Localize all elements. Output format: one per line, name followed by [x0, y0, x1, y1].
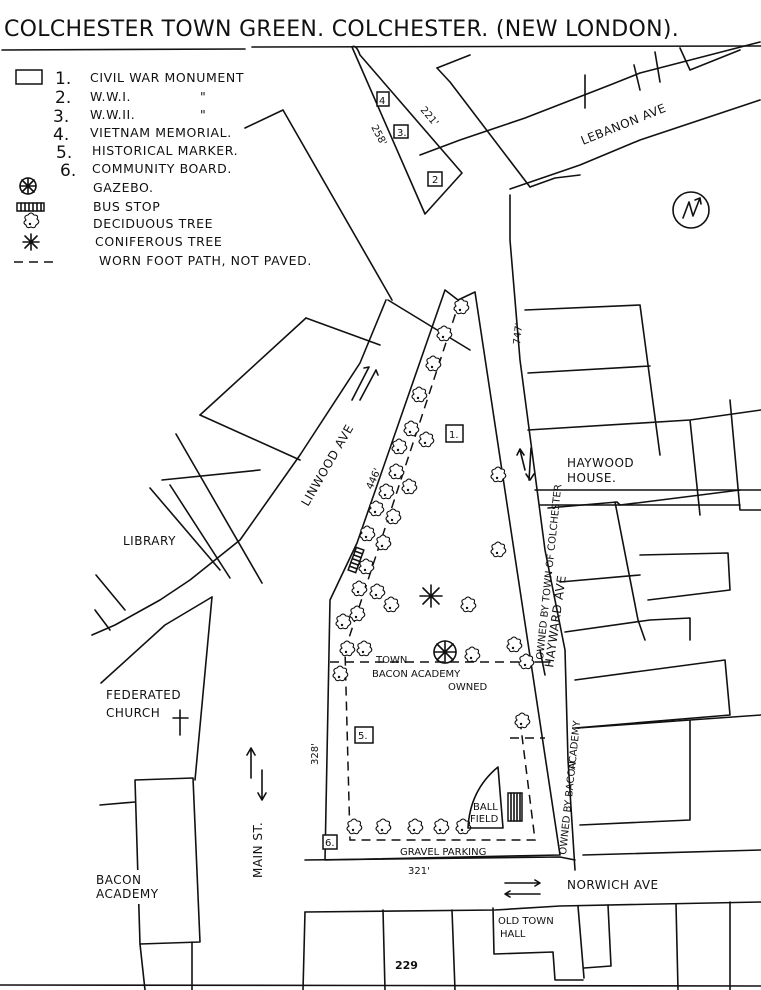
gazebo-icon: [19, 177, 37, 195]
svg-text:1.: 1.: [55, 69, 71, 89]
svg-text:HOUSE.: HOUSE.: [567, 471, 616, 485]
svg-text:4.: 4.: [53, 125, 69, 145]
main-st-label: MAIN ST.: [251, 822, 265, 878]
svg-text:GAZEBO.: GAZEBO.: [93, 180, 154, 195]
svg-text:W.W.II.: W.W.II.: [90, 107, 135, 122]
svg-text:258': 258': [368, 123, 388, 147]
marker-civil-war: [445, 424, 464, 443]
small-green-triangle: [351, 45, 463, 215]
bacon-academy-label: BACON: [96, 873, 142, 887]
svg-text:2: 2: [432, 175, 438, 186]
legend: 1. CIVIL WAR MONUMENT 2. W.W.I. " 3. W.W…: [14, 69, 312, 268]
svg-text:4: 4: [379, 96, 385, 107]
two-way-arrow-icon: [351, 366, 379, 401]
map-title: COLCHESTER TOWN GREEN. COLCHESTER. (NEW …: [4, 17, 679, 42]
old-town-hall-label: OLD TOWN: [498, 916, 554, 927]
gazebo-icon: [433, 640, 457, 664]
svg-text:HISTORICAL MARKER.: HISTORICAL MARKER.: [92, 143, 238, 158]
svg-text:": ": [200, 107, 206, 122]
svg-text:3.: 3.: [397, 128, 407, 139]
lebanon-ave-label: LEBANON AVE: [579, 101, 668, 148]
main-st-arrows-icon: [246, 747, 267, 801]
svg-text:CHURCH: CHURCH: [106, 706, 160, 720]
haywood-house-label: HAYWOOD: [567, 456, 634, 470]
svg-text:CONIFEROUS TREE: CONIFEROUS TREE: [95, 234, 222, 249]
svg-text:5.: 5.: [358, 731, 368, 742]
svg-text:OWNED: OWNED: [448, 682, 488, 693]
svg-text:HALL: HALL: [500, 929, 526, 940]
ball-field: [467, 766, 504, 829]
bus-stop-icon: [347, 546, 365, 574]
marker-community-board: [322, 834, 338, 850]
svg-text:FIELD: FIELD: [470, 814, 499, 825]
svg-text:WORN FOOT PATH, NOT PAVED.: WORN FOOT PATH, NOT PAVED.: [99, 253, 312, 268]
svg-text:TOWN: TOWN: [375, 655, 407, 666]
north-arrow-icon: [672, 191, 710, 229]
svg-text:2.: 2.: [55, 88, 71, 108]
svg-text:CIVIL WAR MONUMENT: CIVIL WAR MONUMENT: [90, 70, 244, 85]
bacon-academy-building: [134, 777, 201, 945]
boundary-marker: [534, 649, 551, 676]
svg-text:747': 747': [512, 322, 525, 345]
svg-text:OWNED BY BACON: OWNED BY BACON: [558, 761, 579, 856]
monument-box-icon: [15, 69, 43, 85]
svg-text:321': 321': [408, 866, 430, 877]
church-label: FEDERATED: [106, 688, 181, 702]
library-label: LIBRARY: [123, 534, 176, 548]
deciduous-tree-icon: [23, 212, 40, 229]
town-green-main: [324, 289, 561, 861]
coniferous-tree-icon: [419, 584, 443, 608]
svg-text:6.: 6.: [325, 838, 335, 849]
svg-text:328': 328': [310, 743, 321, 765]
svg-text:BUS STOP: BUS STOP: [93, 199, 160, 214]
bus-stop-icon: [507, 792, 523, 822]
svg-text:COMMUNITY BOARD.: COMMUNITY BOARD.: [92, 161, 232, 176]
coniferous-tree-icon: [22, 233, 40, 251]
svg-text:BACON ACADEMY: BACON ACADEMY: [372, 669, 461, 680]
linwood-ave-label: LINWOOD AVE: [298, 422, 356, 508]
svg-text:5.: 5.: [56, 143, 72, 163]
svg-text:DECIDUOUS TREE: DECIDUOUS TREE: [93, 216, 213, 231]
svg-text:ACADEMY: ACADEMY: [567, 719, 583, 770]
svg-text:6.: 6.: [60, 161, 76, 181]
svg-text:VIETNAM MEMORIAL.: VIETNAM MEMORIAL.: [90, 125, 232, 140]
bus-stop-icon: [16, 202, 45, 212]
page-number: 229: [395, 959, 418, 972]
svg-text:W.W.I.: W.W.I.: [90, 89, 131, 104]
marker-historical: [354, 726, 374, 744]
church-cross-icon: [172, 709, 189, 736]
two-way-arrow-icon: [516, 447, 535, 481]
svg-text:3.: 3.: [53, 107, 69, 127]
svg-text:BALL: BALL: [473, 802, 498, 813]
norwich-ave-label: NORWICH AVE: [567, 878, 659, 892]
svg-text:": ": [200, 89, 206, 104]
svg-text:ACADEMY: ACADEMY: [96, 887, 159, 901]
svg-text:1.: 1.: [449, 430, 459, 441]
two-way-arrow-icon: [504, 879, 541, 898]
svg-text:GRAVEL PARKING: GRAVEL PARKING: [400, 847, 486, 858]
